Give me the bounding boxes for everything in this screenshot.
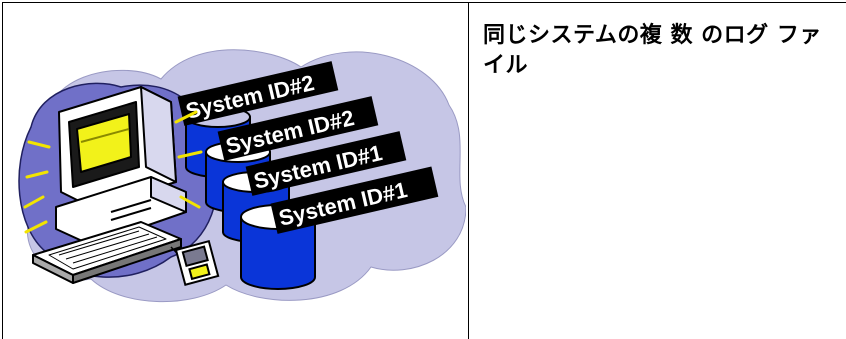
illustration-cell: System ID#2 System ID#2 System ID#1 Syst… [2, 2, 469, 339]
caption-cell: 同じシステムの複 数 のログ ファイル [468, 2, 846, 339]
floppy-disk-icon [174, 239, 219, 286]
computer-icon [31, 85, 189, 284]
caption-text: 同じシステムの複 数 のログ ファイル [483, 23, 822, 79]
ray-lines [23, 110, 202, 233]
log-files-clipart: System ID#2 System ID#2 System ID#1 Syst… [17, 48, 466, 302]
